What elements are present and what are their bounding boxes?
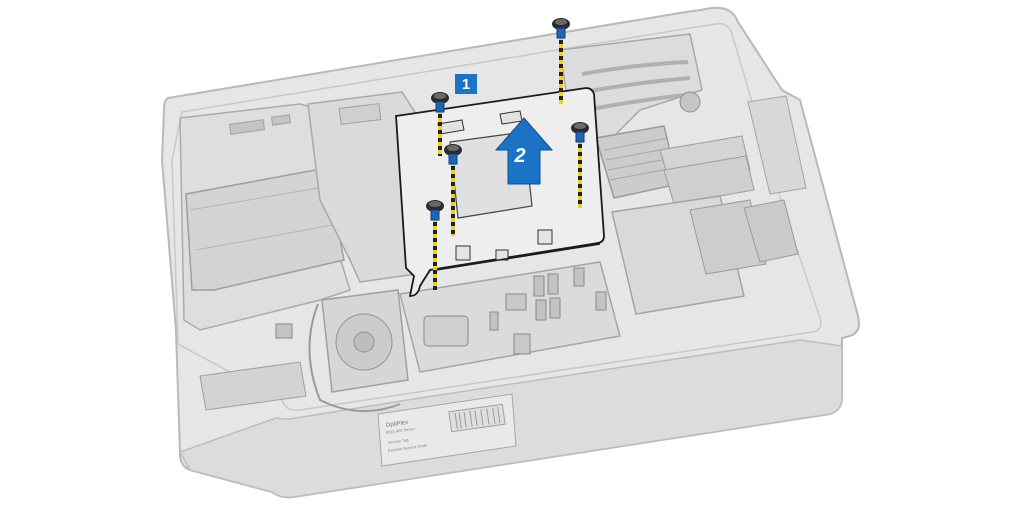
displayport [573,267,585,287]
bracket-tab [537,229,553,245]
heat-pipe [583,76,691,94]
barcode [448,403,506,433]
shield-label [338,103,382,125]
screw [431,92,449,113]
memory-module [663,155,755,205]
drive-rail [189,185,331,211]
screws [426,18,589,290]
audio-jack [489,311,499,331]
drive-rail [195,223,339,251]
bracket-tab [455,245,471,261]
screw [444,144,462,165]
chassis-inner-frame [171,22,822,412]
io-panel [399,261,621,373]
ethernet-port [505,293,527,311]
fan-cable [308,303,401,413]
usb-port [535,299,547,321]
heatsink-fins [603,137,675,181]
callout-1-label: 1 [462,76,470,93]
screw [426,200,444,221]
drive-label [228,119,266,135]
usb-port [533,275,545,297]
fan-hub [679,91,701,113]
lift-arrow-icon [494,117,554,185]
system-fan [308,289,409,413]
power-connector [423,315,469,347]
side-bracket [747,95,807,195]
usb-port [547,273,559,295]
label-brand: OptiPlex [385,420,408,429]
callout-1-box [455,74,477,94]
optical-drive-bay [179,103,351,331]
label-line-2: Express Service Code [387,442,428,453]
label-line-1: Service Tag [387,437,408,445]
heat-pipe [581,60,689,76]
label-model: 9020 AIO Series [385,426,415,435]
heat-pipe [585,92,693,112]
displayport [595,291,607,311]
lock-slot [513,333,531,355]
fan-center [353,331,375,353]
memory-modules [659,135,755,205]
control-board-pcb [199,361,307,411]
callout-step-2: 2 [494,117,554,185]
wireless-card-area [611,195,799,315]
optical-drive [185,167,345,291]
label-plate: OptiPlex 9020 AIO Series Service Tag Exp… [377,393,517,467]
wireless-card-2 [743,199,799,263]
callout-step-1: 1 [455,74,477,94]
screw [571,122,589,143]
control-board [199,323,307,411]
bracket-lip [435,243,601,271]
right-side-bracket [747,95,807,195]
board-connector [275,323,293,339]
callout-2-label: 2 [513,145,525,167]
drive-label [270,114,292,126]
screw [552,18,570,39]
barcode-lines [454,406,501,429]
usb-port [549,297,561,319]
